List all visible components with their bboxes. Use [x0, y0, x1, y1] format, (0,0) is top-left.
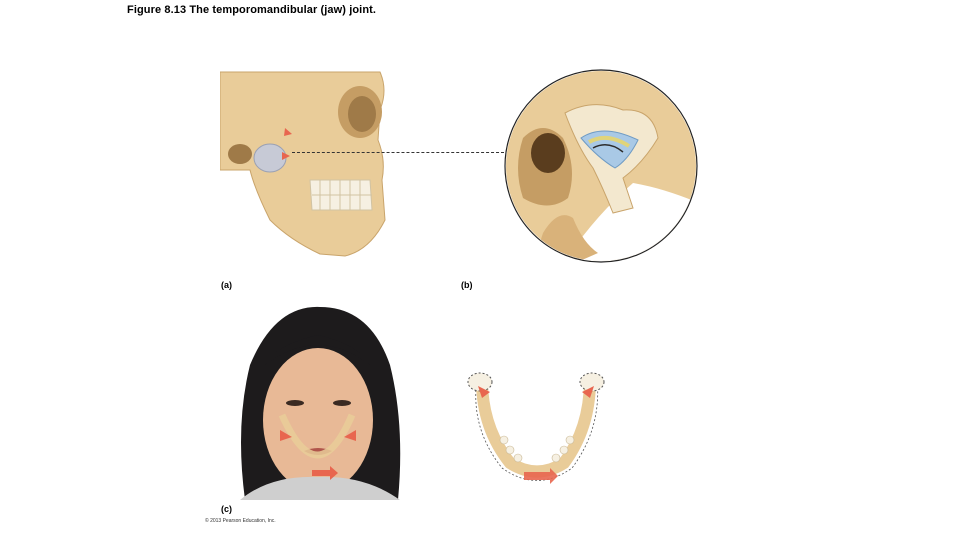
mandible-top-illustration — [467, 372, 605, 484]
detail-connector-line — [292, 152, 504, 153]
panel-a-label: (a) — [221, 280, 232, 290]
panel-c-label: (c) — [221, 504, 232, 514]
joint-detail-illustration — [504, 69, 698, 263]
figure-caption: Figure 8.13 The temporomandibular (jaw) … — [127, 4, 377, 16]
skull-lateral-illustration — [220, 71, 386, 257]
face-illustration — [240, 306, 401, 500]
panel-b-label: (b) — [461, 280, 473, 290]
copyright-notice: © 2013 Pearson Education, Inc. — [205, 518, 276, 524]
